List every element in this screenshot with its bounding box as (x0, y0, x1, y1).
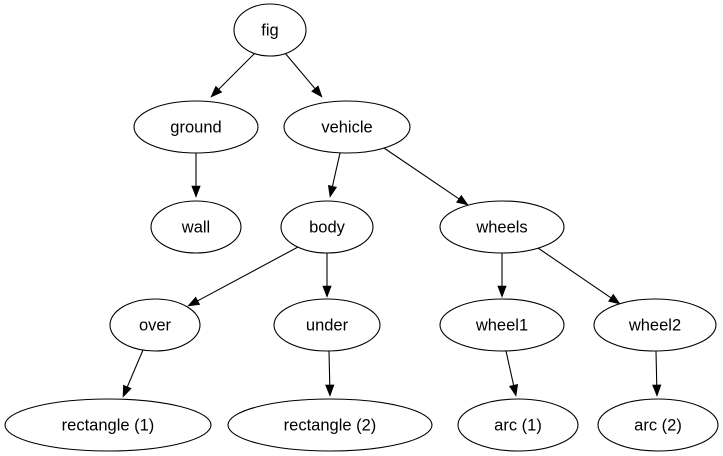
graph-node-vehicle[interactable]: vehicle (283, 100, 411, 154)
edge-line (655, 350, 658, 386)
edge-arrowhead-icon (187, 296, 201, 307)
graph-edge-wheels-to-wheel2 (537, 247, 621, 305)
graph-node-wheels[interactable]: wheels (439, 200, 565, 254)
node-ellipse-arc1[interactable] (457, 398, 579, 452)
graph-edge-body-to-over (187, 246, 299, 307)
edge-arrowhead-icon (456, 194, 469, 206)
node-ellipse-body[interactable] (280, 200, 374, 254)
node-ellipse-wall[interactable] (150, 200, 242, 254)
edge-arrowhead-icon (122, 384, 132, 398)
edge-arrowhead-icon (327, 184, 338, 198)
node-ellipse-under[interactable] (273, 298, 381, 352)
edge-arrowhead-icon (210, 85, 223, 98)
node-ellipse-rectangle2[interactable] (227, 398, 433, 452)
graph-node-fig[interactable]: fig (233, 3, 307, 57)
graph-edge-vehicle-to-body (327, 152, 341, 198)
edge-arrowhead-icon (322, 285, 332, 298)
graph-node-arc1[interactable]: arc (1) (457, 398, 579, 452)
graph-edge-over-to-rectangle1 (122, 349, 144, 398)
edge-line (284, 52, 316, 89)
edge-arrowhead-icon (325, 384, 335, 397)
graph-edge-wheels-to-wheel1 (497, 253, 507, 298)
graph-node-body[interactable]: body (280, 200, 374, 254)
node-ellipse-arc2[interactable] (597, 398, 719, 452)
graph-node-wall[interactable]: wall (150, 200, 242, 254)
node-ellipse-vehicle[interactable] (283, 100, 411, 154)
node-ellipse-wheels[interactable] (439, 200, 565, 254)
edge-line (537, 247, 612, 299)
graph-node-ground[interactable]: ground (133, 100, 259, 154)
graph-edge-wheel1-to-arc1 (505, 350, 519, 397)
node-ellipse-fig[interactable] (233, 3, 307, 57)
edge-line (126, 349, 144, 388)
graph-edge-ground-to-wall (191, 153, 201, 198)
node-ellipse-wheel1[interactable] (439, 298, 565, 352)
edge-arrowhead-icon (191, 185, 201, 198)
graph-edge-vehicle-to-wheels (383, 147, 469, 206)
edge-line (218, 52, 256, 90)
edge-arrowhead-icon (311, 85, 323, 98)
node-ellipse-over[interactable] (109, 298, 201, 352)
edge-arrowhead-icon (509, 383, 519, 397)
edge-arrowhead-icon (652, 384, 662, 397)
graph-node-wheel2[interactable]: wheel2 (593, 298, 717, 352)
edges-layer (122, 52, 662, 398)
graph-edge-body-to-under (322, 253, 332, 298)
graph-edge-under-to-rectangle2 (325, 350, 335, 397)
graph-node-rectangle2[interactable]: rectangle (2) (227, 398, 433, 452)
edge-line (383, 147, 460, 200)
edge-line (331, 152, 341, 187)
node-ellipse-wheel2[interactable] (593, 298, 717, 352)
edge-line (197, 246, 299, 302)
graph-edge-wheel2-to-arc2 (652, 350, 662, 397)
graph-edge-fig-to-vehicle (284, 52, 323, 98)
graph-node-arc2[interactable]: arc (2) (597, 398, 719, 452)
graph-node-wheel1[interactable]: wheel1 (439, 298, 565, 352)
graph-node-under[interactable]: under (273, 298, 381, 352)
graph-edge-fig-to-ground (210, 52, 256, 98)
node-ellipse-ground[interactable] (133, 100, 259, 154)
graph-node-rectangle1[interactable]: rectangle (1) (4, 398, 212, 452)
edge-line (505, 350, 515, 386)
edge-arrowhead-icon (497, 285, 507, 298)
graph-node-over[interactable]: over (109, 298, 201, 352)
edge-arrowhead-icon (608, 293, 621, 305)
nodes-layer: fig ground vehicle wall body wheels over under w… (4, 3, 719, 452)
node-ellipse-rectangle1[interactable] (4, 398, 212, 452)
edge-line (328, 350, 331, 386)
